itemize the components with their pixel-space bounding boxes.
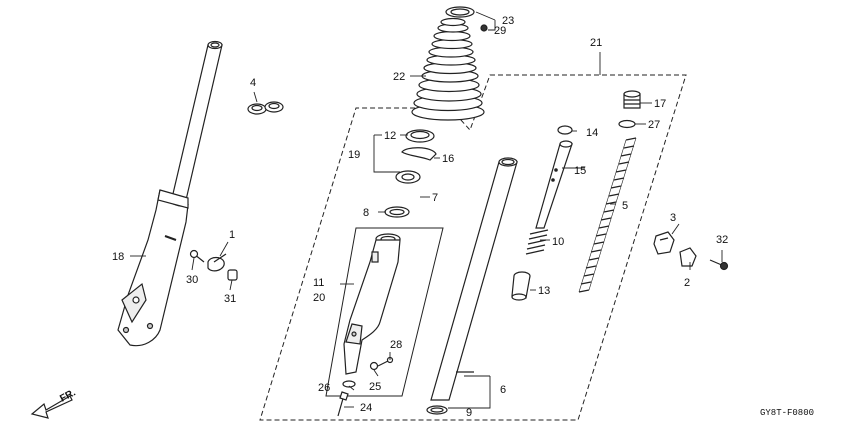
dust-seal-12 <box>405 129 435 143</box>
callout-23: 23 <box>502 15 514 27</box>
callout-15: 15 <box>574 165 586 177</box>
callout-7: 7 <box>432 192 438 204</box>
washer-25 <box>369 361 379 371</box>
callout-17: 17 <box>654 98 666 110</box>
assembly-boundary-dashed <box>259 74 687 421</box>
figure-code: GY8T-F0800 <box>760 408 814 418</box>
callout-6: 6 <box>500 384 506 396</box>
callout-30: 30 <box>186 274 198 286</box>
hose-guide-2 <box>679 247 697 267</box>
callout-27: 27 <box>648 119 660 131</box>
callout-31: 31 <box>224 293 236 305</box>
bolt-30 <box>189 249 205 263</box>
hose-guide-3 <box>653 231 675 255</box>
callout-5: 5 <box>622 200 628 212</box>
left-fork-assembly <box>117 40 223 347</box>
bushing-pair-4 <box>247 101 284 115</box>
oil-seal-7 <box>395 170 421 184</box>
callout-29: 29 <box>494 25 506 37</box>
callout-8: 8 <box>363 207 369 219</box>
callout-12: 12 <box>384 130 396 142</box>
fork-slider-11 <box>343 233 401 375</box>
nut-31 <box>227 269 238 281</box>
callout-1: 1 <box>229 229 235 241</box>
callout-19: 19 <box>348 149 360 161</box>
back-up-ring-8 <box>384 206 410 218</box>
callout-22: 22 <box>393 71 405 83</box>
bolt-24 <box>337 391 349 417</box>
callout-18: 18 <box>112 251 124 263</box>
washer-26 <box>342 380 356 388</box>
brake-hose-clamp-1 <box>207 253 227 272</box>
collar-13 <box>511 271 531 301</box>
callout-16: 16 <box>442 153 454 165</box>
callout-21: 21 <box>590 37 602 49</box>
callout-13: 13 <box>538 285 550 297</box>
fork-bolt-17 <box>623 90 641 109</box>
leader-lines <box>130 11 723 409</box>
callout-28: 28 <box>390 339 402 351</box>
callout-3: 3 <box>670 212 676 224</box>
boot-clamp-23 <box>445 6 475 18</box>
fork-boot-22 <box>411 17 485 121</box>
callout-14: 14 <box>586 127 598 139</box>
callout-25: 25 <box>369 381 381 393</box>
callout-26: 26 <box>318 382 330 394</box>
screw-29 <box>480 24 488 32</box>
callout-9: 9 <box>466 407 472 419</box>
stopper-ring-16 <box>401 147 437 161</box>
fork-spring-5 <box>578 137 637 293</box>
piston-ring-14 <box>557 125 573 135</box>
bolt-32 <box>709 259 729 271</box>
callout-24: 24 <box>360 402 372 414</box>
callout-10: 10 <box>552 236 564 248</box>
direction-label: FR. <box>58 387 78 404</box>
ring-9 <box>426 405 448 415</box>
callout-4: 4 <box>250 77 256 89</box>
o-ring-27 <box>618 119 636 129</box>
callout-32: 32 <box>716 234 728 246</box>
callout-11: 11 <box>313 277 324 289</box>
fork-case-group-boundary <box>325 227 444 397</box>
damper-rod-15 <box>535 140 573 229</box>
front-direction-arrow: FR. <box>30 387 78 419</box>
callout-20: 20 <box>313 292 325 304</box>
rebound-spring-10 <box>525 229 549 255</box>
fork-pipe-6 <box>430 157 518 401</box>
callout-labels: 1 2 3 4 5 6 7 8 9 10 11 12 13 14 15 16 1… <box>112 15 728 419</box>
callout-2: 2 <box>684 277 690 289</box>
